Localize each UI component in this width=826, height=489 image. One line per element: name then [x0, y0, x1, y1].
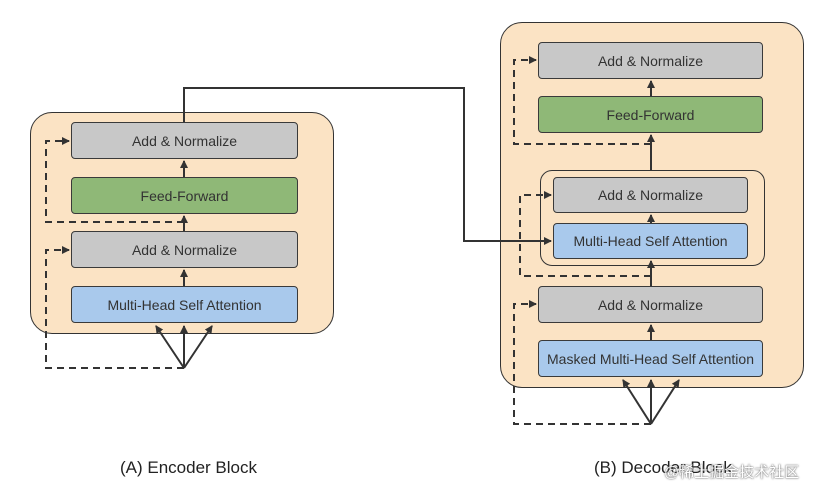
decoder-add-normalize-middle: Add & Normalize	[553, 177, 748, 213]
enc-residual-1	[45, 246, 184, 369]
decoder-caption: (B) Decoder Block	[594, 458, 732, 477]
enc-input-left	[155, 325, 185, 369]
dec-input-right	[650, 379, 680, 425]
decoder-cross-attention: Multi-Head Self Attention	[553, 223, 748, 259]
dec-input-left	[622, 379, 652, 425]
encoder-to-decoder-line	[183, 87, 552, 245]
watermark: @稀土掘金技术社区	[664, 464, 800, 481]
encoder-feed-forward: Feed-Forward	[71, 177, 298, 214]
decoder-masked-attention: Masked Multi-Head Self Attention	[538, 340, 763, 377]
encoder-multi-head-attention: Multi-Head Self Attention	[71, 286, 298, 323]
encoder-add-normalize-top: Add & Normalize	[71, 122, 298, 159]
enc-residual-2	[45, 137, 184, 223]
decoder-add-normalize-bottom: Add & Normalize	[538, 286, 763, 323]
enc-input-right	[183, 325, 213, 369]
dec-residual-1	[513, 300, 651, 425]
decoder-add-normalize-top: Add & Normalize	[538, 42, 763, 79]
dec-residual-2	[519, 191, 651, 277]
encoder-add-normalize-bottom: Add & Normalize	[71, 231, 298, 268]
encoder-caption: (A) Encoder Block	[120, 458, 257, 477]
decoder-feed-forward: Feed-Forward	[538, 96, 763, 133]
dec-residual-3	[513, 56, 651, 145]
